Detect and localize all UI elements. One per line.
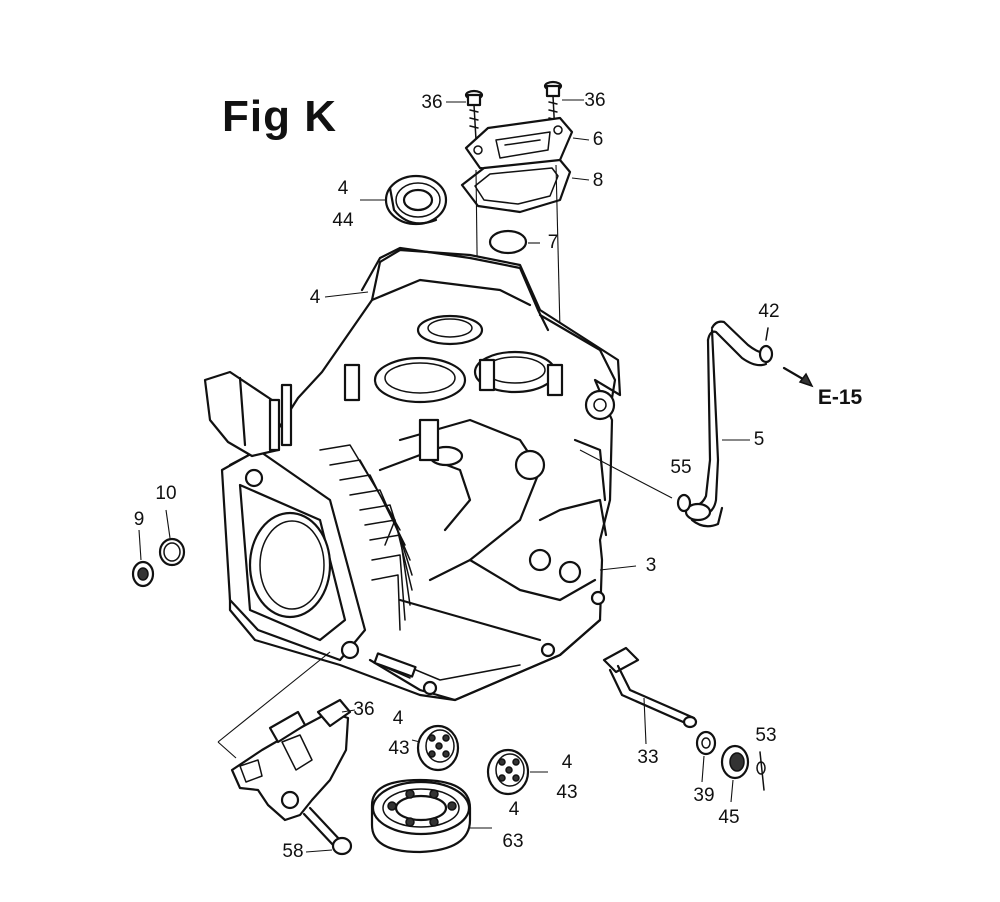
reference-e15: E-15 (817, 386, 863, 409)
callout-44: 44 (332, 210, 354, 231)
callout-7: 7 (547, 232, 559, 253)
callout-36: 36 (353, 699, 375, 720)
callout-39: 39 (693, 785, 715, 806)
arrow-to-e15 (782, 366, 814, 388)
callout-42: 42 (758, 301, 780, 322)
pin-53 (756, 751, 766, 791)
callout-9: 9 (133, 509, 145, 530)
oil-seal-44 (384, 174, 448, 226)
callout-6: 6 (592, 129, 604, 150)
callout-43: 43 (388, 738, 410, 759)
clamp-55 (676, 493, 692, 513)
ball-bearing-63 (370, 778, 472, 854)
bolt-36-left (464, 89, 484, 141)
callout-55: 55 (670, 457, 692, 478)
bearing-43-lower (486, 748, 530, 796)
bearing-43-upper (416, 724, 460, 772)
callout-58: 58 (282, 841, 304, 862)
callout-33: 33 (637, 747, 659, 768)
plug-9 (131, 560, 155, 588)
callout-4: 4 (392, 708, 404, 729)
callout-45: 45 (718, 807, 740, 828)
washer-39 (695, 730, 717, 756)
governor-arm-33 (602, 646, 698, 729)
figure-title: Fig K (222, 92, 337, 141)
callout-3: 3 (645, 555, 657, 576)
callout-53: 53 (755, 725, 777, 746)
callout-8: 8 (592, 170, 604, 191)
callout-4: 4 (309, 287, 321, 308)
callout-4: 4 (561, 752, 573, 773)
gasket-8 (460, 158, 572, 214)
cylinder-block-3 (203, 246, 622, 702)
clamp-42 (758, 327, 774, 364)
reed-valve-7 (488, 229, 528, 255)
callout-4: 4 (508, 799, 520, 820)
callout-43: 43 (556, 782, 578, 803)
callout-36: 36 (584, 90, 606, 111)
callout-5: 5 (753, 429, 765, 450)
callout-4: 4 (337, 178, 349, 199)
breather-tube-5 (684, 320, 772, 528)
callout-10: 10 (155, 483, 177, 504)
governor-lever-assembly (230, 698, 353, 856)
nut-45 (720, 744, 750, 780)
callout-36: 36 (421, 92, 443, 113)
callout-63: 63 (502, 831, 524, 852)
